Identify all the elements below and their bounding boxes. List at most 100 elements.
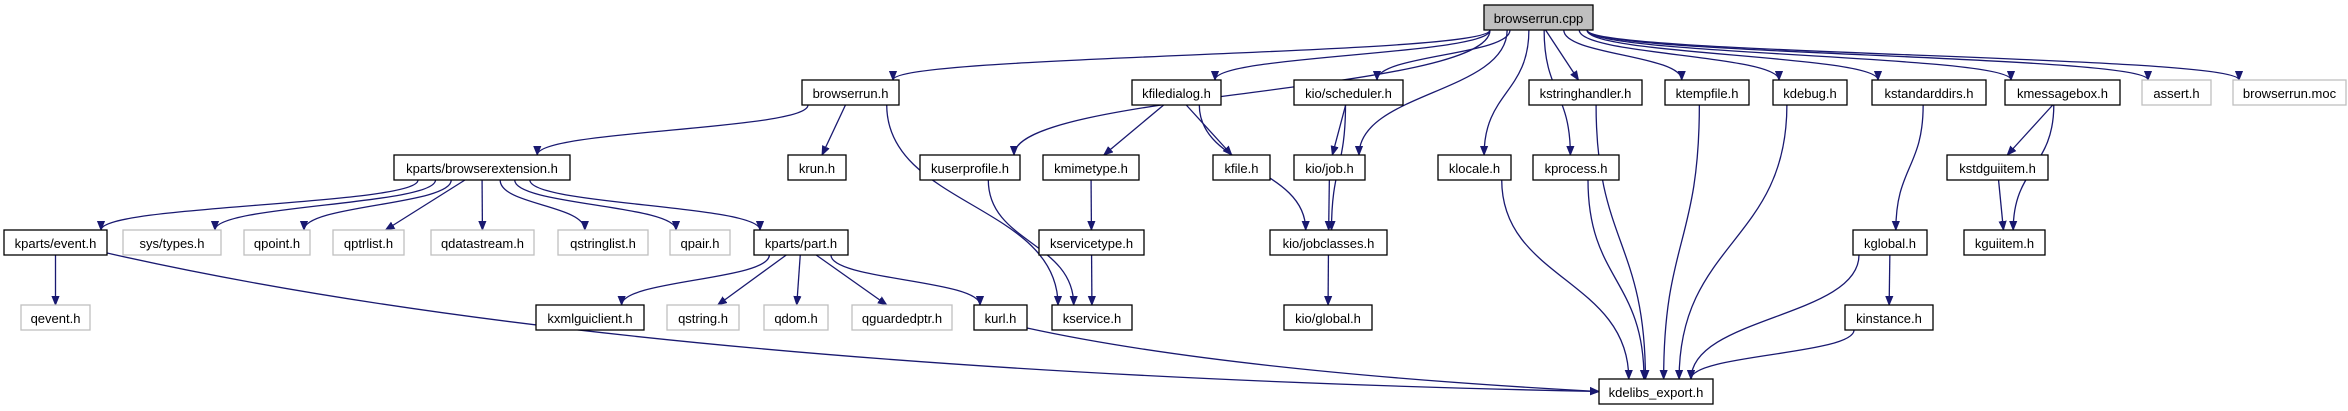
node-label: kdelibs_export.h — [1609, 385, 1704, 400]
node-label: browserrun.moc — [2243, 86, 2337, 101]
node-box[interactable] — [1772, 79, 1848, 106]
node-box[interactable] — [1532, 154, 1620, 181]
node-box[interactable] — [1598, 378, 1714, 405]
node-kparts-part-h[interactable]: kparts/part.h — [753, 229, 849, 256]
node-kparts-browserextension-h[interactable]: kparts/browserextension.h — [393, 154, 571, 181]
node-kio-job-h[interactable]: kio/job.h — [1293, 154, 1366, 181]
edge-klocale-h-to-kdelibs-export-h — [1501, 179, 1629, 379]
node-browserrun-h[interactable]: browserrun.h — [801, 79, 900, 106]
node-box — [243, 229, 311, 256]
node-box[interactable] — [1483, 4, 1594, 31]
node-qdom-h: qdom.h — [763, 304, 829, 331]
edge-browserrun-cpp-to-kstandarddirs-h — [1586, 29, 1878, 81]
node-box[interactable] — [1293, 79, 1404, 106]
node-box[interactable] — [535, 304, 645, 331]
node-kfiledialog-h[interactable]: kfiledialog.h — [1131, 79, 1222, 106]
node-label: krun.h — [799, 161, 835, 176]
node-label: kmimetype.h — [1054, 161, 1128, 176]
edge-browserrun-cpp-to-browserrun-moc — [1586, 29, 2239, 81]
node-ktempfile-h[interactable]: ktempfile.h — [1664, 79, 1750, 106]
node-kstandarddirs-h[interactable]: kstandarddirs.h — [1871, 79, 1987, 106]
node-label: qdatastream.h — [441, 236, 524, 251]
node-box — [2141, 79, 2212, 106]
node-kmessagebox-h[interactable]: kmessagebox.h — [2004, 79, 2121, 106]
node-label: kstringhandler.h — [1540, 86, 1632, 101]
node-kfile-h[interactable]: kfile.h — [1212, 154, 1271, 181]
edge-kinstance-h-to-kdelibs-export-h — [1691, 329, 1855, 380]
node-box[interactable] — [1131, 79, 1222, 106]
node-kio-scheduler-h[interactable]: kio/scheduler.h — [1293, 79, 1404, 106]
edge-browserrun-cpp-to-kmessagebox-h — [1586, 29, 2011, 81]
node-box[interactable] — [801, 79, 900, 106]
node-kservice-h[interactable]: kservice.h — [1051, 304, 1133, 331]
node-box[interactable] — [1871, 79, 1987, 106]
node-kdebug-h[interactable]: kdebug.h — [1772, 79, 1848, 106]
node-sys-types-h: sys/types.h — [122, 229, 222, 256]
node-krun-h[interactable]: krun.h — [787, 154, 847, 181]
edge-browserrun-cpp-to-kfiledialog-h — [1215, 29, 1491, 81]
node-box[interactable] — [1528, 79, 1643, 106]
node-box[interactable] — [1051, 304, 1133, 331]
node-kparts-event-h[interactable]: kparts/event.h — [3, 229, 108, 256]
edge-kparts-browserextension-h-to-sys-types-h — [215, 179, 437, 231]
node-label: browserrun.cpp — [1494, 11, 1584, 26]
node-kxmlguiclient-h[interactable]: kxmlguiclient.h — [535, 304, 645, 331]
edge-kprocess-h-to-kdelibs-export-h — [1587, 179, 1644, 379]
node-box[interactable] — [1269, 229, 1388, 256]
node-box[interactable] — [1038, 229, 1145, 256]
node-box[interactable] — [1852, 229, 1928, 256]
node-kuserprofile-h[interactable]: kuserprofile.h — [919, 154, 1021, 181]
node-box[interactable] — [1844, 304, 1934, 331]
edge-browserrun-cpp-to-kuserprofile-h — [1014, 29, 1491, 155]
edge-kparts-browserextension-h-to-qpoint-h — [304, 179, 452, 231]
node-label: ktempfile.h — [1676, 86, 1739, 101]
node-label: kio/scheduler.h — [1305, 86, 1392, 101]
node-kstdguiitem-h[interactable]: kstdguiitem.h — [1946, 154, 2049, 181]
node-kinstance-h[interactable]: kinstance.h — [1844, 304, 1934, 331]
node-kdelibs-export-h[interactable]: kdelibs_export.h — [1598, 378, 1714, 405]
node-box[interactable] — [919, 154, 1021, 181]
node-box[interactable] — [973, 304, 1028, 331]
node-kprocess-h[interactable]: kprocess.h — [1532, 154, 1620, 181]
node-box[interactable] — [1042, 154, 1140, 181]
node-label: kguiitem.h — [1975, 236, 2034, 251]
node-box[interactable] — [1437, 154, 1512, 181]
node-kmimetype-h[interactable]: kmimetype.h — [1042, 154, 1140, 181]
edge-kparts-part-h-to-qguardedptr-h — [815, 254, 887, 305]
node-box[interactable] — [753, 229, 849, 256]
nodes-layer: browserrun.cpp browserrun.h kfiledialog.h k… — [3, 4, 2347, 405]
edge-kparts-browserextension-h-to-kparts-event-h — [101, 179, 419, 231]
node-kservicetype-h[interactable]: kservicetype.h — [1038, 229, 1145, 256]
node-kstringhandler-h[interactable]: kstringhandler.h — [1528, 79, 1643, 106]
edge-browserrun-cpp-to-klocale-h — [1484, 29, 1530, 155]
node-kio-jobclasses-h[interactable]: kio/jobclasses.h — [1269, 229, 1388, 256]
node-box[interactable] — [2004, 79, 2121, 106]
node-box[interactable] — [1212, 154, 1271, 181]
node-browserrun-moc: browserrun.moc — [2232, 79, 2347, 106]
node-box[interactable] — [1293, 154, 1366, 181]
node-klocale-h[interactable]: klocale.h — [1437, 154, 1512, 181]
node-box[interactable] — [787, 154, 847, 181]
node-browserrun-cpp[interactable]: browserrun.cpp — [1483, 4, 1594, 31]
node-label: qstringlist.h — [570, 236, 636, 251]
node-box[interactable] — [1963, 229, 2046, 256]
node-box — [122, 229, 222, 256]
edge-kfiledialog-h-to-kmimetype-h — [1104, 104, 1165, 155]
node-box[interactable] — [393, 154, 571, 181]
node-box[interactable] — [1946, 154, 2049, 181]
node-box[interactable] — [1283, 304, 1373, 331]
node-box[interactable] — [3, 229, 108, 256]
node-kguiitem-h[interactable]: kguiitem.h — [1963, 229, 2046, 256]
edge-kparts-browserextension-h-to-qpair-h — [514, 179, 676, 231]
node-label: kxmlguiclient.h — [547, 311, 632, 326]
node-label: qstring.h — [678, 311, 728, 326]
node-kglobal-h[interactable]: kglobal.h — [1852, 229, 1928, 256]
node-label: browserrun.h — [813, 86, 889, 101]
node-box[interactable] — [1664, 79, 1750, 106]
edge-ktempfile-h-to-kdelibs-export-h — [1664, 104, 1700, 379]
edge-kstandarddirs-h-to-kglobal-h — [1896, 104, 1924, 230]
node-label: kfiledialog.h — [1142, 86, 1211, 101]
node-kurl-h[interactable]: kurl.h — [973, 304, 1028, 331]
edge-kio-job-h-to-kio-jobclasses-h — [1329, 179, 1330, 230]
node-kio-global-h[interactable]: kio/global.h — [1283, 304, 1373, 331]
